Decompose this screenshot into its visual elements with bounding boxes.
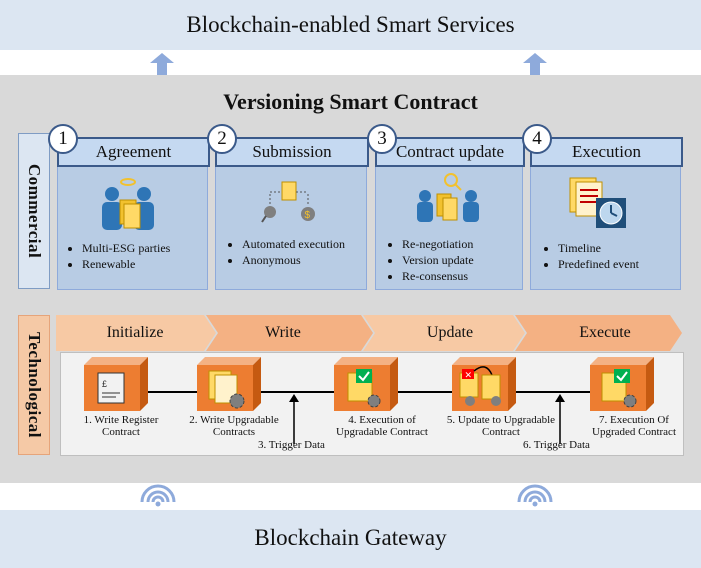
bullet: Version update <box>402 252 520 268</box>
top-banner: Blockchain-enabled Smart Services <box>0 0 701 50</box>
step-5-label: 5. Update to Upgradable Contract <box>446 414 556 438</box>
wireless-signal-icon <box>140 484 176 507</box>
step-1-label: 1. Write Register Contract <box>83 414 159 438</box>
diagram-title: Versioning Smart Contract <box>223 89 478 114</box>
stage-header-contract-update: Contract update <box>375 137 525 167</box>
document-clock-icon <box>569 177 626 228</box>
svg-text:✕: ✕ <box>465 370 473 380</box>
stage-header-agreement: Agreement <box>57 137 210 167</box>
bullet: Re-negotiation <box>402 236 520 252</box>
stage-header-submission: Submission <box>215 137 369 167</box>
phase-label-initialize: Initialize <box>106 324 164 341</box>
stage-number-4: 4 <box>522 124 552 154</box>
stage-bullets-submission: Automated execution Anonymous <box>226 236 362 268</box>
stage-header-execution: Execution <box>530 137 683 167</box>
bullet: Anonymous <box>242 252 362 268</box>
stage-number-2: 2 <box>207 124 237 154</box>
step-7-label: 7. Execution Of Upgraded Contract <box>592 414 676 438</box>
bullet: Multi-ESG parties <box>82 240 206 256</box>
register-contract-box-icon: £ <box>84 357 148 411</box>
bottom-banner: Blockchain Gateway <box>0 510 701 568</box>
phase-label-write: Write <box>265 324 301 341</box>
negotiation-icon <box>417 173 479 222</box>
stage-number-3: 3 <box>367 124 397 154</box>
phase-label-update: Update <box>426 324 474 341</box>
wireless-signal-icon <box>517 484 553 507</box>
svg-text:$: $ <box>305 210 311 221</box>
step-4-label: 4. Execution of Upgradable Contract <box>336 414 428 438</box>
technological-label-text: Technological <box>25 332 44 438</box>
phase-chevron-write <box>206 315 373 351</box>
stage-bullets-contract-update: Re-negotiation Version update Re-consens… <box>386 236 520 284</box>
stage-bullets-execution: Timeline Predefined event <box>542 240 678 272</box>
commercial-row-label: Commercial <box>18 133 50 289</box>
search-money-document-icon: $ <box>261 181 315 223</box>
team-document-icon <box>102 178 154 230</box>
stage-number-1: 1 <box>48 124 78 154</box>
executed-contract-box-icon <box>590 357 654 411</box>
step-6-label: 6. Trigger Data <box>523 439 590 451</box>
bullet: Automated execution <box>242 236 362 252</box>
up-arrow-icon <box>150 53 174 75</box>
phase-chevron-initialize <box>56 315 216 351</box>
phase-chevron-execute <box>515 315 682 351</box>
phase-label-execute: Execute <box>579 324 631 341</box>
bullet: Renewable <box>82 256 206 272</box>
up-arrow-icon <box>523 53 547 75</box>
stage-card-submission <box>215 150 367 290</box>
bullet: Predefined event <box>558 256 678 272</box>
execution-box-icon <box>334 357 398 411</box>
upgradable-contract-box-icon <box>197 357 261 411</box>
svg-text:£: £ <box>102 379 107 389</box>
phase-bar <box>56 315 682 351</box>
update-contract-box-icon: ✕ <box>452 357 516 411</box>
bullet: Re-consensus <box>402 268 520 284</box>
step-2-label: 2. Write Upgradable Contracts <box>189 414 279 438</box>
technological-row-label: Technological <box>18 315 50 455</box>
phase-chevron-update <box>363 315 525 351</box>
commercial-label-text: Commercial <box>25 163 44 259</box>
bullet: Timeline <box>558 240 678 256</box>
stage-bullets-agreement: Multi-ESG parties Renewable <box>66 240 206 272</box>
step-3-label: 3. Trigger Data <box>258 439 325 451</box>
